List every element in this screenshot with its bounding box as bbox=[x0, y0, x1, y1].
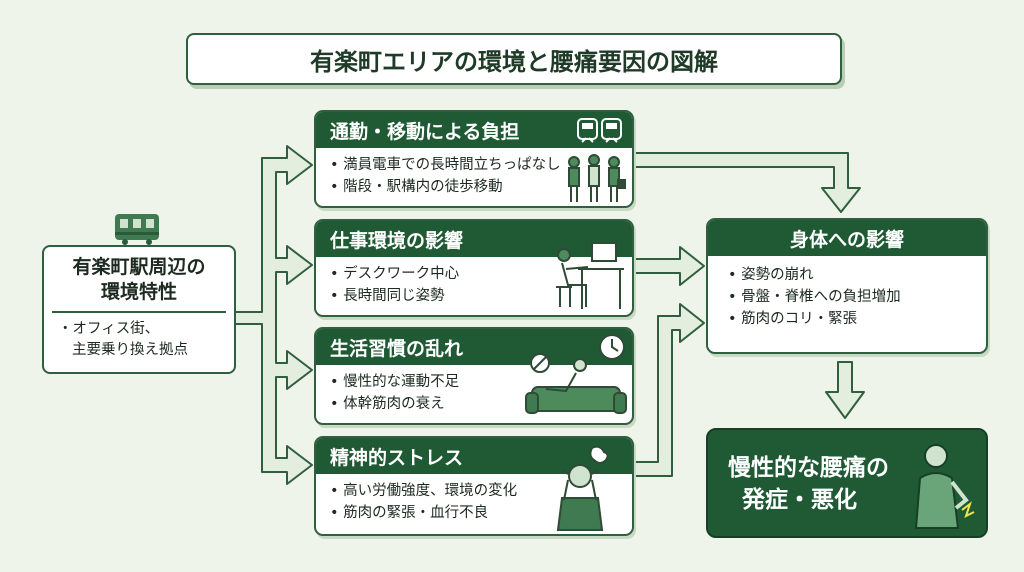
factor-title: 通勤・移動による負担 bbox=[316, 112, 632, 148]
factor-item: 満員電車での長時間立ちっぱなし bbox=[330, 154, 632, 176]
arrow-trunk bbox=[231, 145, 313, 485]
factor-card-work: 仕事環境の影響 デスクワーク中心 長時間同じ姿勢 bbox=[314, 219, 634, 317]
source-bullet-line1: ・オフィス街、 bbox=[58, 321, 160, 337]
standing-commuters-icon bbox=[568, 154, 626, 202]
factor-item: 長時間同じ姿勢 bbox=[330, 285, 632, 307]
desk-worker-icon bbox=[556, 242, 624, 309]
factor-card-stress: 精神的ストレス 高い労働強度、環境の変化 筋肉の緊張・血行不良 bbox=[314, 436, 634, 536]
source-environment-box: 有楽町駅周辺の 環境特性 ・オフィス街、 主要乗り換え拠点 bbox=[42, 245, 236, 374]
stressed-person-icon bbox=[556, 445, 609, 531]
body-effects-title: 身体への影響 bbox=[708, 220, 986, 256]
sofa-lounging-icon bbox=[525, 334, 627, 414]
arrow-work-to-body bbox=[631, 246, 705, 286]
effect-item: 筋肉のコリ・緊張 bbox=[728, 308, 986, 330]
factor-item: 筋肉の緊張・血行不良 bbox=[330, 502, 632, 524]
factor-item: 階段・駅構内の徒歩移動 bbox=[330, 176, 632, 198]
factor-item: 慢性的な運動不足 bbox=[330, 371, 632, 393]
diagram-title: 有楽町エリアの環境と腰痛要因の図解 bbox=[186, 33, 842, 85]
factor-item: デスクワーク中心 bbox=[330, 263, 632, 285]
train-icon bbox=[115, 214, 159, 245]
effect-item: 骨盤・脊椎への負担増加 bbox=[728, 286, 986, 308]
arrow-commute-to-body bbox=[631, 152, 861, 213]
trains-icon bbox=[577, 118, 622, 143]
factor-title: 精神的ストレス bbox=[316, 438, 632, 474]
factor-card-commute: 通勤・移動による負担 満員電車での長時間立ちっぱなし 階段・駅構内の徒歩移動 bbox=[314, 110, 634, 208]
factor-item: 体幹筋肉の衰え bbox=[330, 393, 632, 415]
factor-card-lifestyle: 生活習慣の乱れ 慢性的な運動不足 体幹筋肉の衰え bbox=[314, 327, 634, 425]
source-divider bbox=[52, 311, 226, 313]
result-text: 慢性的な腰痛の 発症・悪化 bbox=[728, 455, 889, 513]
factor-title: 仕事環境の影響 bbox=[316, 221, 632, 257]
source-bullet-line2: 主要乗り換え拠点 bbox=[72, 342, 188, 358]
arrow-stress-to-body bbox=[631, 303, 705, 477]
factor-item: 高い労働強度、環境の変化 bbox=[330, 480, 632, 502]
back-pain-person-icon bbox=[914, 444, 975, 529]
effect-item: 姿勢の崩れ bbox=[728, 264, 986, 286]
body-effects-card: 身体への影響 姿勢の崩れ 骨盤・脊椎への負担増加 筋肉のコリ・緊張 bbox=[706, 218, 988, 354]
source-title: 有楽町駅周辺の 環境特性 bbox=[72, 256, 206, 303]
result-box: 慢性的な腰痛の 発症・悪化 bbox=[706, 428, 988, 538]
arrow-body-to-result bbox=[825, 361, 865, 419]
